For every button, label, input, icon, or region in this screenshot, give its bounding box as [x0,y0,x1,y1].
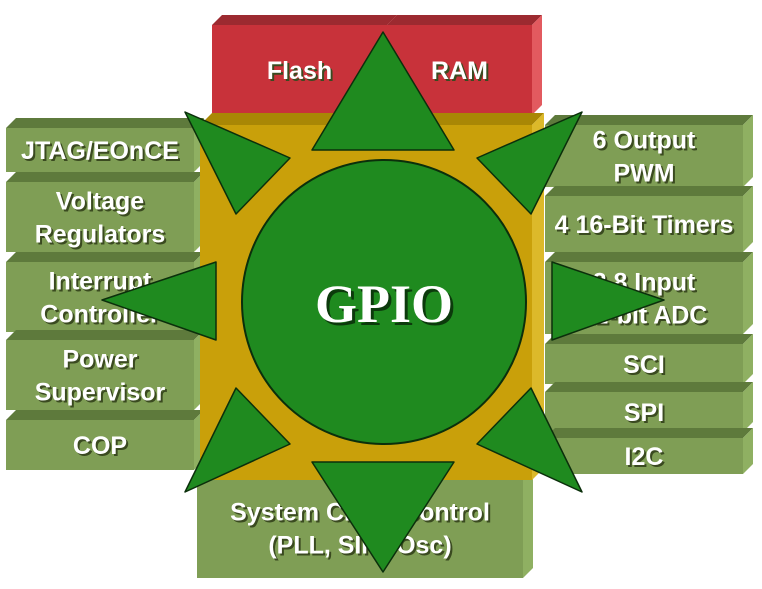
power-block-face [6,340,194,410]
sci-block-face [545,344,743,384]
spi-block-side [743,382,753,432]
adc-block-top [545,252,753,262]
sci-block-side [743,334,753,384]
i2c-block-top [545,428,753,438]
jtag-label-shadow: JTAG/EOnCE [23,139,181,167]
pwm-block-side [743,115,753,187]
arrow-right-icon [551,261,665,341]
i2c-label: I2C [625,443,664,471]
pwm-label: PWM [613,160,674,188]
power-label: Supervisor [35,379,166,407]
i2c-block-side [743,428,753,474]
cop-block-top [6,410,204,420]
ram-label: RAM [431,57,488,85]
clock-block-side [523,468,533,578]
voltage-label-shadow: Voltage [58,190,147,218]
sci-block-top [545,334,753,344]
timers-label-shadow: 4 16-Bit Timers [557,213,736,241]
arrow-up-left-icon [184,111,291,215]
jtag-block-face [6,128,194,172]
voltage-label: Regulators [35,221,166,249]
timers-block-face [545,196,743,252]
cop-label-shadow: COP [75,434,129,462]
timers-label: 4 16-Bit Timers [555,211,734,239]
pwm-label: 6 Output [593,127,696,155]
sci-label: SCI [623,351,665,379]
arrow-left-icon [101,261,217,341]
arrow-down-left-icon [184,387,291,493]
power-label-shadow: Supervisor [37,381,168,409]
pwm-block-face [545,125,743,187]
ram-block-side [532,15,542,115]
ram-block-top [387,15,542,25]
voltage-label-shadow: Regulators [37,223,168,251]
voltage-block-face [6,182,194,252]
arrow-up-icon [311,31,455,151]
sci-label-shadow: SCI [625,353,667,381]
arrow-up-right-icon [476,111,583,215]
power-label-shadow: Power [64,348,139,376]
i2c-label-shadow: I2C [627,445,666,473]
jtag-block-top [6,118,204,128]
cop-label: COP [73,432,127,460]
ram-label-shadow: RAM [433,59,490,87]
power-block-top [6,330,204,340]
pwm-label-shadow: 6 Output [595,129,698,157]
flash-label-shadow: Flash [269,59,334,87]
flash-block-top [212,15,397,25]
timers-block-top [545,186,753,196]
power-label: Power [62,346,137,374]
timers-block-side [743,186,753,252]
arrow-down-icon [311,461,455,573]
i2c-block-face [545,438,743,474]
spi-label-shadow: SPI [626,401,666,429]
interrupt-block-top [6,252,204,262]
cop-block-face [6,420,194,470]
pwm-label-shadow: PWM [615,162,676,190]
adc-block-side [743,252,753,334]
spi-block-top [545,382,753,392]
gpio-label: GPIO [315,274,453,334]
spi-label: SPI [624,399,664,427]
pwm-block-top [545,115,753,125]
voltage-block-top [6,172,204,182]
gpio-label-shadow: GPIO [318,277,456,337]
flash-label: Flash [267,57,332,85]
spi-block-face [545,392,743,432]
gpio-circle [241,159,527,445]
voltage-label: Voltage [56,188,145,216]
jtag-label: JTAG/EOnCE [21,137,179,165]
arrow-down-right-icon [476,387,583,493]
